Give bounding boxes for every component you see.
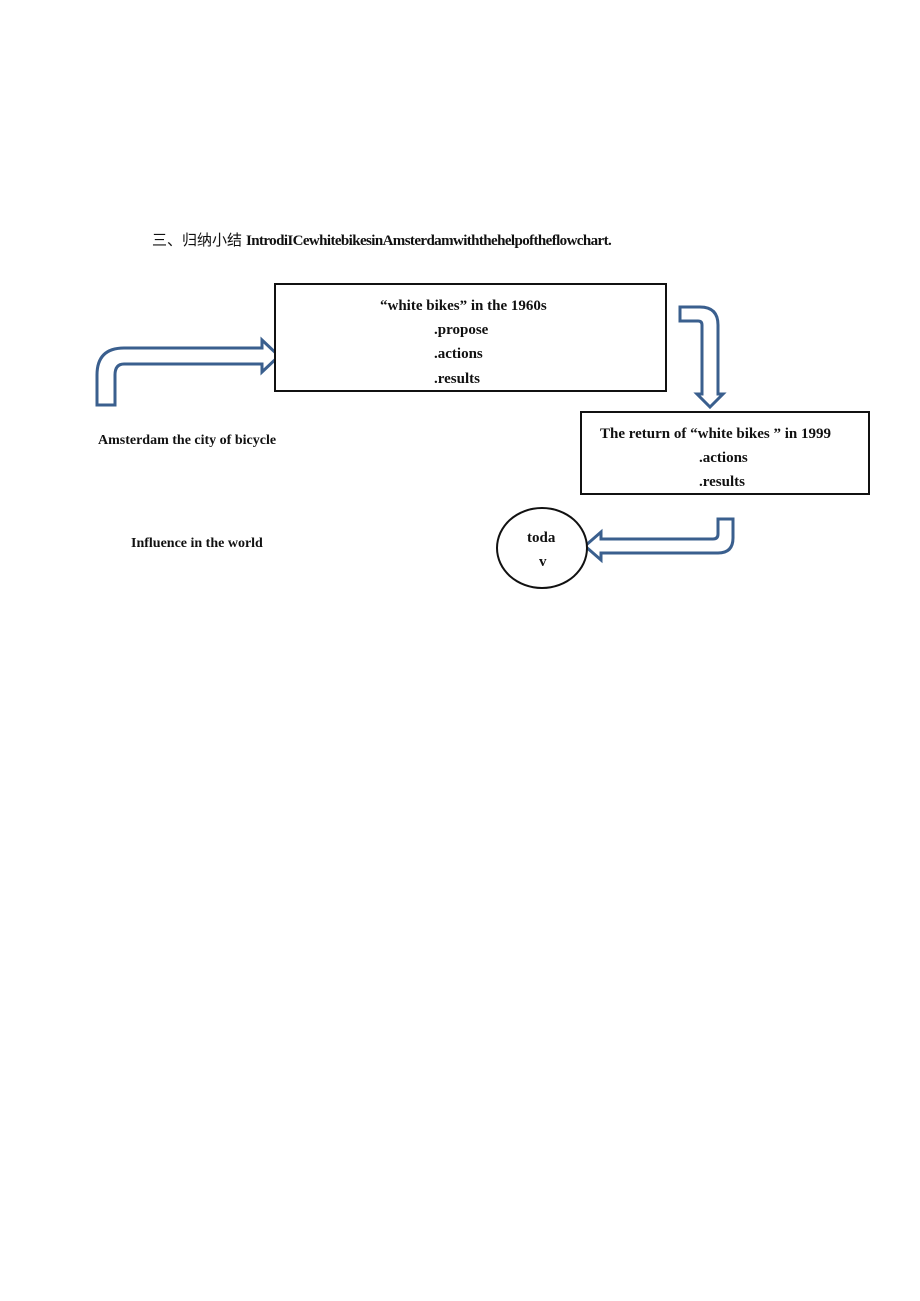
label-influence-in-world: Influence in the world (131, 536, 263, 551)
box-1999-title: The return of “white bikes ” in 1999 (600, 426, 831, 442)
box-white-bikes-1960s: “white bikes” in the 1960s .propose .act… (274, 283, 667, 392)
section-prefix: 三、归纳小结 (152, 231, 243, 249)
arrow-to-today-icon (582, 517, 735, 564)
box-1999-item-actions: .actions (699, 450, 748, 466)
box-1960s-item-propose: .propose (434, 322, 489, 338)
arrow-to-1960s-box-icon (95, 336, 282, 407)
instruction-text: IntrodiICewhitebikesinAmsterdamwiththehe… (246, 233, 612, 249)
box-white-bikes-1999: The return of “white bikes ” in 1999 .ac… (580, 411, 870, 495)
today-circle: toda v (496, 507, 588, 589)
today-circle-line-1: toda (527, 530, 556, 546)
label-amsterdam-city-of-bicycle: Amsterdam the city of bicycle (98, 433, 277, 448)
box-1999-item-results: .results (699, 474, 745, 490)
arrow-to-1999-box-icon (678, 305, 727, 410)
box-1960s-item-actions: .actions (434, 346, 483, 362)
today-circle-line-2: v (539, 554, 547, 570)
box-1960s-item-results: .results (434, 371, 480, 387)
box-1960s-title: “white bikes” in the 1960s (380, 298, 547, 314)
